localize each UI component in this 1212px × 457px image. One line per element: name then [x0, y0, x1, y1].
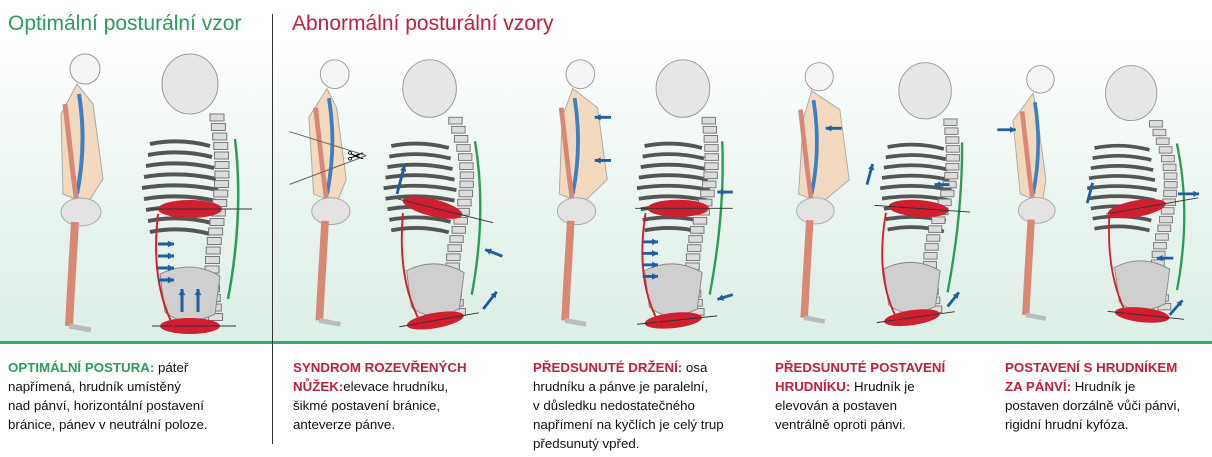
illustration-optimal-posture — [30, 44, 270, 342]
pelvis — [61, 198, 101, 226]
caption-line: napřímená, hrudník umístěný — [8, 379, 181, 394]
pelvis-bone — [160, 267, 220, 321]
arrow-icon — [643, 250, 658, 256]
pelvis — [557, 198, 595, 225]
standing-figure — [1013, 66, 1055, 319]
caption-line: v důsledku nedostatečného — [533, 398, 695, 413]
pelvis-bone — [645, 264, 703, 316]
foot — [1026, 315, 1046, 319]
leg — [804, 220, 810, 318]
foot — [69, 326, 91, 330]
foot — [319, 320, 340, 324]
caption-line: hrudníku a pánve je paralelní, — [533, 379, 708, 394]
caption-line: páteř — [154, 360, 188, 375]
illustration-forward-posture — [520, 44, 750, 342]
svg-text:✂: ✂ — [347, 143, 365, 168]
caption-line: postaven dorzálně vůči pánvi, — [1005, 398, 1180, 413]
rib-cage — [142, 141, 218, 234]
standing-figure — [61, 54, 103, 330]
head — [320, 60, 349, 89]
arrow-icon — [717, 189, 732, 195]
arrow-icon — [867, 164, 874, 185]
optimal-heading: Optimální posturální vzor — [8, 12, 241, 36]
standing-figure — [797, 63, 850, 322]
pelvis-bone — [1115, 261, 1170, 311]
caption-line: šikmé postavení bránice, — [293, 398, 440, 413]
caption-line: bránice, pánev v neutrální poloze. — [8, 417, 208, 432]
arrow-icon — [483, 292, 496, 309]
abnormal-heading: Abnormální posturální vzory — [292, 12, 553, 36]
head — [70, 54, 100, 84]
arrow-icon — [948, 292, 959, 306]
illustration-forward-thorax — [762, 44, 987, 342]
skull — [1106, 66, 1157, 121]
standing-figure — [309, 60, 350, 325]
caption-label: PŘEDSUNUTÉ DRŽENÍ: — [533, 360, 682, 375]
caption-line: elevován a postaven — [775, 398, 897, 413]
leg — [319, 221, 325, 321]
pelvis-bone — [884, 262, 940, 313]
section-divider — [272, 14, 273, 444]
caption-line: Hrudník je — [1075, 379, 1136, 394]
caption-line: napřímení na kyčlích je celý trup — [533, 417, 724, 432]
arrow-icon — [1178, 191, 1199, 197]
arrow-icon — [158, 241, 174, 248]
skull — [403, 60, 457, 117]
caption-line: Hrudník je — [854, 379, 915, 394]
head — [805, 63, 833, 91]
caption-line: elevace hrudníku, — [343, 379, 448, 394]
caption-line: nad pánví, horizontální postavení — [8, 398, 204, 413]
caption-line: anteverze pánve. — [293, 417, 395, 432]
caption-optimal: OPTIMÁLNÍ POSTURA: páteř napřímená, hrud… — [8, 358, 270, 434]
leg — [1026, 220, 1032, 315]
pelvis — [312, 198, 350, 225]
leg — [69, 222, 75, 326]
caption-scissor-syndrome: SYNDROM ROZEVŘENÝCHNŮŽEK:elevace hrudník… — [293, 358, 513, 434]
foot — [804, 318, 825, 322]
head — [1027, 66, 1055, 93]
arrow-icon — [158, 253, 174, 260]
skull — [899, 63, 952, 119]
caption-line: ventrálně oproti pánvi. — [775, 417, 906, 432]
spine-curve-line — [1177, 144, 1184, 291]
illustration-scissor-syndrome: ✂ — [282, 44, 512, 342]
spine-curve-line — [228, 139, 238, 299]
rib-cage — [384, 144, 457, 233]
caption-line: rigidní hrudní kyfóza. — [1005, 417, 1128, 432]
arrow-icon — [1170, 300, 1183, 315]
arrow-icon — [397, 165, 406, 194]
head — [566, 60, 595, 89]
pelvis-bone — [407, 264, 464, 316]
pelvis — [797, 198, 835, 224]
skull — [656, 60, 710, 117]
pelvis — [1018, 198, 1055, 224]
foot — [565, 320, 586, 324]
arrow-icon — [717, 295, 732, 301]
caption-thorax-behind-pelvis: POSTAVENÍ S HRUDNÍKEMZA PÁNVÍ: Hrudník j… — [1005, 358, 1210, 434]
caption-line: osa — [682, 360, 707, 375]
leg — [565, 221, 571, 321]
illustration-thorax-behind-pelvis — [990, 44, 1210, 342]
standing-figure — [557, 60, 607, 325]
scissors-icon: ✂ — [347, 143, 365, 168]
skull — [162, 54, 218, 114]
arrow-icon — [643, 239, 658, 245]
caption-forward-posture: PŘEDSUNUTÉ DRŽENÍ: osa hrudníku a pánve … — [533, 358, 765, 453]
caption-line: předsunutý vpřed. — [533, 436, 639, 451]
caption-label: OPTIMÁLNÍ POSTURA: — [8, 360, 154, 375]
arrow-icon — [485, 249, 502, 257]
arrow-icon — [997, 127, 1015, 133]
